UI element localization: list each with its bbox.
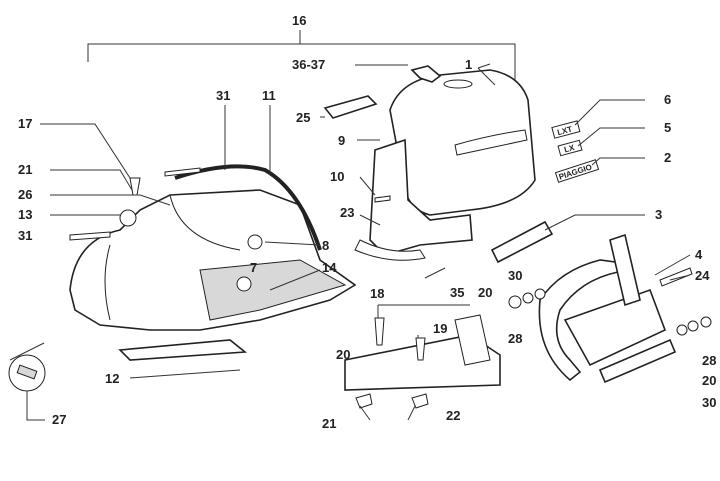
label-12: 12 (105, 371, 119, 386)
label-10: 10 (330, 169, 344, 184)
svg-text:PIAGGIO: PIAGGIO (558, 162, 593, 181)
washer-20-mid (522, 292, 534, 304)
label-30-right: 30 (702, 395, 716, 410)
label-36-37: 36-37 (292, 57, 325, 72)
label-4: 4 (695, 247, 703, 262)
label-16: 16 (292, 13, 306, 28)
clip-22 (411, 393, 429, 409)
label-8: 8 (322, 238, 329, 253)
label-31-left: 31 (18, 228, 32, 243)
label-31-top: 31 (216, 88, 230, 103)
screw-31-left (69, 231, 111, 241)
label-20-bottom: 20 (336, 347, 350, 362)
grommet-13 (119, 209, 137, 227)
badge-lxt: LXT (551, 120, 581, 139)
label-22: 22 (446, 408, 460, 423)
group-bracket-16 (87, 30, 516, 80)
glovebox-cover (354, 69, 536, 261)
label-19: 19 (433, 321, 447, 336)
screw-18 (374, 317, 385, 346)
plug-8 (247, 234, 263, 250)
label-25: 25 (296, 110, 310, 125)
label-5: 5 (664, 120, 671, 135)
washer-20-right (687, 320, 699, 332)
screw-31-top (164, 167, 201, 177)
label-11: 11 (262, 88, 276, 103)
washer-30-mid (534, 288, 546, 300)
label-23: 23 (340, 205, 354, 220)
badge-lx: LX (557, 139, 583, 157)
handle-25 (323, 95, 378, 119)
label-30-mid: 30 (508, 268, 522, 283)
label-35: 35 (450, 285, 464, 300)
label-20-mid: 20 (478, 285, 492, 300)
label-20-right: 20 (702, 373, 716, 388)
screw-10 (374, 195, 391, 203)
svg-text:LX: LX (563, 143, 576, 155)
screw-17 (129, 177, 141, 196)
label-7: 7 (250, 260, 257, 275)
label-9: 9 (338, 133, 345, 148)
brand-badge: PIAGGIO (554, 159, 600, 183)
label-3: 3 (655, 207, 662, 222)
seal-strip-11 (174, 164, 322, 251)
leg-shield-body (69, 189, 357, 331)
nut-28-right (700, 316, 712, 328)
label-1: 1 (465, 57, 472, 72)
label-18: 18 (370, 286, 384, 301)
label-2: 2 (664, 150, 671, 165)
svg-text:LXT: LXT (556, 125, 573, 138)
footboard-12 (118, 339, 248, 361)
screw-19 (415, 337, 426, 361)
pin-35 (424, 267, 446, 279)
label-17: 17 (18, 116, 32, 131)
clip-36-37 (410, 65, 442, 83)
label-28-right: 28 (702, 353, 716, 368)
label-21-top: 21 (18, 162, 32, 177)
label-14: 14 (322, 260, 337, 275)
label-24: 24 (695, 268, 710, 283)
label-13: 13 (18, 207, 32, 222)
leader-lines (9, 63, 691, 421)
nut-28-mid (508, 295, 522, 309)
clip-21 (355, 393, 373, 409)
label-21-bottom: 21 (322, 416, 336, 431)
hinge-bracket (538, 233, 693, 384)
label-27: 27 (52, 412, 66, 427)
plug-7 (236, 276, 252, 292)
label-6: 6 (664, 92, 671, 107)
label-26: 26 (18, 187, 32, 202)
label-28-mid: 28 (508, 331, 522, 346)
plate-3 (490, 220, 554, 264)
washer-30-right (676, 324, 688, 336)
